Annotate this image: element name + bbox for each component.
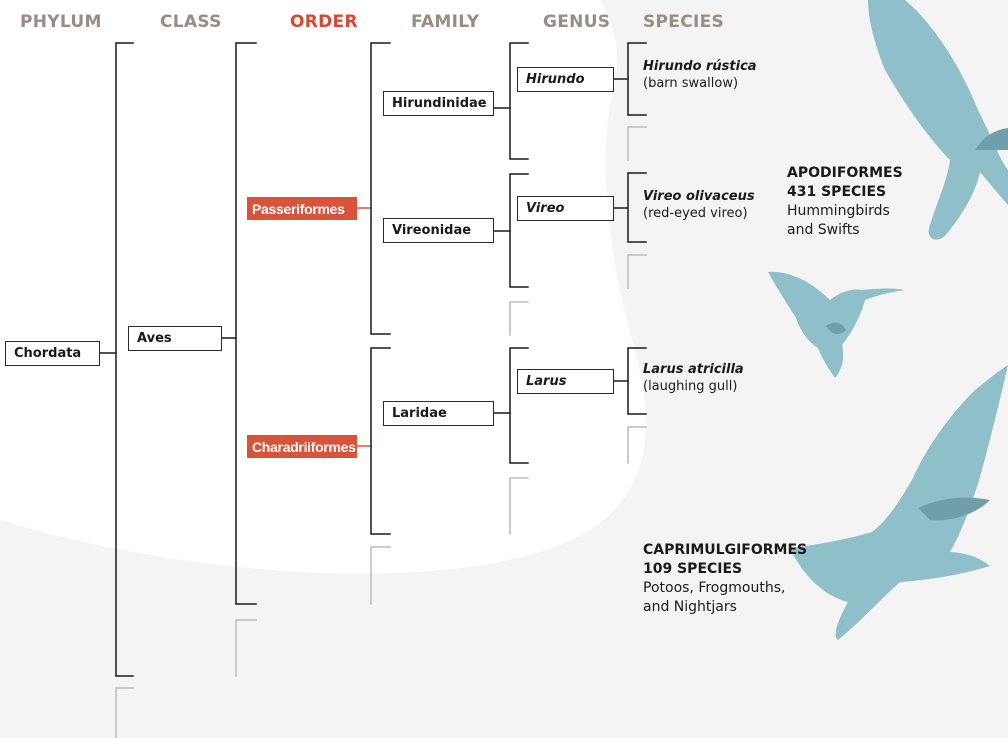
species-scientific-name: Hirundo rústica xyxy=(643,59,757,74)
species-barn-swallow: Hirundo rústica (barn swallow) xyxy=(643,58,757,92)
species-common-name: (red-eyed vireo) xyxy=(643,206,748,221)
note-description: and Swifts xyxy=(787,222,860,238)
node-genus-vireo: Vireo xyxy=(517,196,614,221)
gull-icon xyxy=(790,365,1008,640)
node-family-laridae: Laridae xyxy=(383,401,494,426)
note-caprimulgiformes: CAPRIMULGIFORMES 109 SPECIES Potoos, Fro… xyxy=(643,541,807,617)
hummingbird-icon xyxy=(768,271,905,378)
species-common-name: (barn swallow) xyxy=(643,76,739,91)
note-description: and Nightjars xyxy=(643,599,737,615)
note-species-count: 109 SPECIES xyxy=(643,561,743,577)
tree-connectors xyxy=(99,42,647,738)
node-family-vireonidae: Vireonidae xyxy=(383,218,494,243)
species-common-name: (laughing gull) xyxy=(643,379,738,394)
node-genus-larus: Larus xyxy=(517,369,614,394)
node-order-passeriformes: Passeriformes xyxy=(247,197,357,220)
species-scientific-name: Vireo olivaceus xyxy=(643,189,755,204)
header-class: CLASS xyxy=(160,12,222,32)
note-description: Hummingbirds xyxy=(787,203,890,219)
node-family-hirundinidae: Hirundinidae xyxy=(383,91,494,116)
header-phylum: PHYLUM xyxy=(20,12,102,32)
note-description: Potoos, Frogmouths, xyxy=(643,580,786,596)
note-apodiformes: APODIFORMES 431 SPECIES Hummingbirds and… xyxy=(787,164,903,240)
header-family: FAMILY xyxy=(411,12,480,32)
species-scientific-name: Larus atricilla xyxy=(643,362,744,377)
header-species: SPECIES xyxy=(643,12,725,32)
node-class-aves: Aves xyxy=(128,326,222,351)
note-order-name: CAPRIMULGIFORMES xyxy=(643,542,808,558)
note-order-name: APODIFORMES xyxy=(787,165,903,181)
note-species-count: 431 SPECIES xyxy=(787,184,887,200)
header-genus: GENUS xyxy=(543,12,611,32)
node-phylum-chordata: Chordata xyxy=(5,341,100,366)
node-genus-hirundo: Hirundo xyxy=(517,67,614,92)
node-order-charadriiformes: Charadriiformes xyxy=(247,435,357,458)
species-red-eyed-vireo: Vireo olivaceus (red-eyed vireo) xyxy=(643,188,755,222)
swift-icon xyxy=(868,0,1008,240)
species-laughing-gull: Larus atricilla (laughing gull) xyxy=(643,361,744,395)
header-order: ORDER xyxy=(290,12,358,32)
